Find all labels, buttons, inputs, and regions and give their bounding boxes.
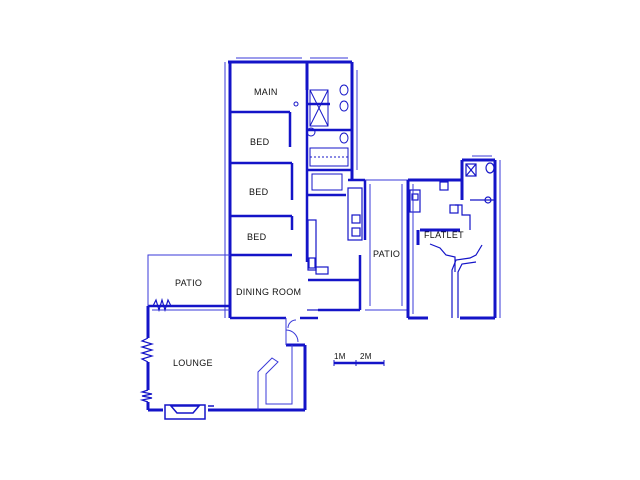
- bathroom-fixtures: [293, 84, 349, 191]
- main-wing-walls: [228, 60, 354, 318]
- flatlet-windows: [412, 155, 501, 318]
- kitchen-units: [307, 187, 363, 312]
- window-lines: [224, 57, 358, 318]
- stair-bar: [257, 318, 299, 410]
- room-label-lounge: LOUNGE: [173, 358, 213, 368]
- flatlet-fixtures: [409, 162, 495, 318]
- room-label-dining-room: DINING ROOM: [236, 287, 302, 297]
- room-label-patio-middle: PATIO: [373, 249, 401, 259]
- lounge-walls: [146, 306, 307, 412]
- room-label-patio-left: PATIO: [175, 278, 203, 288]
- scale-label-2m: 2M: [360, 352, 372, 361]
- bedroom-partitions: [230, 90, 367, 310]
- room-label-flatlet: FLATLET: [424, 230, 464, 240]
- room-label-bed-3: BED: [247, 232, 267, 242]
- dining-patio-walls: [148, 304, 318, 320]
- flatlet-walls: [406, 158, 497, 320]
- room-label-bed-1: BED: [250, 137, 270, 147]
- room-label-main: MAIN: [254, 87, 278, 97]
- scale-bar: [333, 360, 385, 366]
- fireplace: [164, 404, 214, 420]
- mid-patio-outline: [365, 179, 408, 311]
- room-label-bed-2: BED: [249, 187, 269, 197]
- scale-label-1m: 1M: [334, 352, 346, 361]
- sliding-doors: [139, 297, 172, 403]
